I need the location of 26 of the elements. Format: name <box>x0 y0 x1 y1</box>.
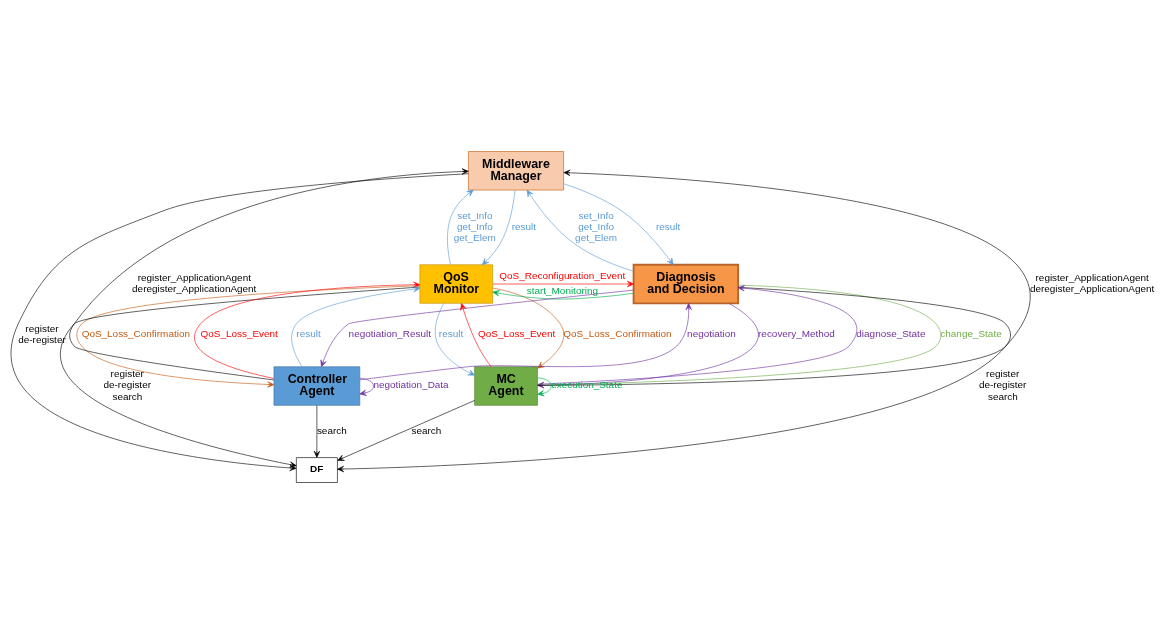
edge-label: QoS_Loss_Confirmation <box>81 327 190 339</box>
edge-label: set_Info get_Info get_Elem <box>575 209 618 243</box>
edge-label: result <box>511 220 536 232</box>
edge-label: result <box>296 327 321 339</box>
edge-label: search <box>411 424 442 436</box>
edge-label: recovery_Method <box>758 327 835 339</box>
edge-label: search <box>316 424 347 436</box>
edge-label: negotiation_Data <box>373 378 449 390</box>
edge-label: register_ApplicationAgent deregister_ApplicationAgent <box>132 271 257 294</box>
edge-label: negotiation_Result <box>348 327 431 339</box>
edge-label: change_State <box>940 327 1002 339</box>
edge-label: diagnose_State <box>856 327 926 339</box>
edge-label: register de-register search <box>978 367 1027 402</box>
edge-label: set_Info get_Info get_Elem <box>453 209 496 243</box>
edge-label: result <box>656 220 681 232</box>
edge-label: QoS_Loss_Event <box>200 327 278 339</box>
edge-label: QoS_Reconfiguration_Event <box>499 269 626 281</box>
edge-label: result <box>438 327 464 339</box>
edge-label: register de-register <box>18 322 66 345</box>
edge-label: negotiation <box>687 327 736 339</box>
edge-label: start_Monitoring <box>526 284 598 296</box>
edge-label: QoS_Loss_Confirmation <box>563 327 672 339</box>
edge-label: QoS_Loss_Event <box>478 327 556 339</box>
edge-label: execution_State <box>551 378 623 390</box>
edge-label: register de-register search <box>103 367 151 402</box>
edge-label: register_ApplicationAgent deregister_ApplicationAgent <box>1029 271 1155 294</box>
